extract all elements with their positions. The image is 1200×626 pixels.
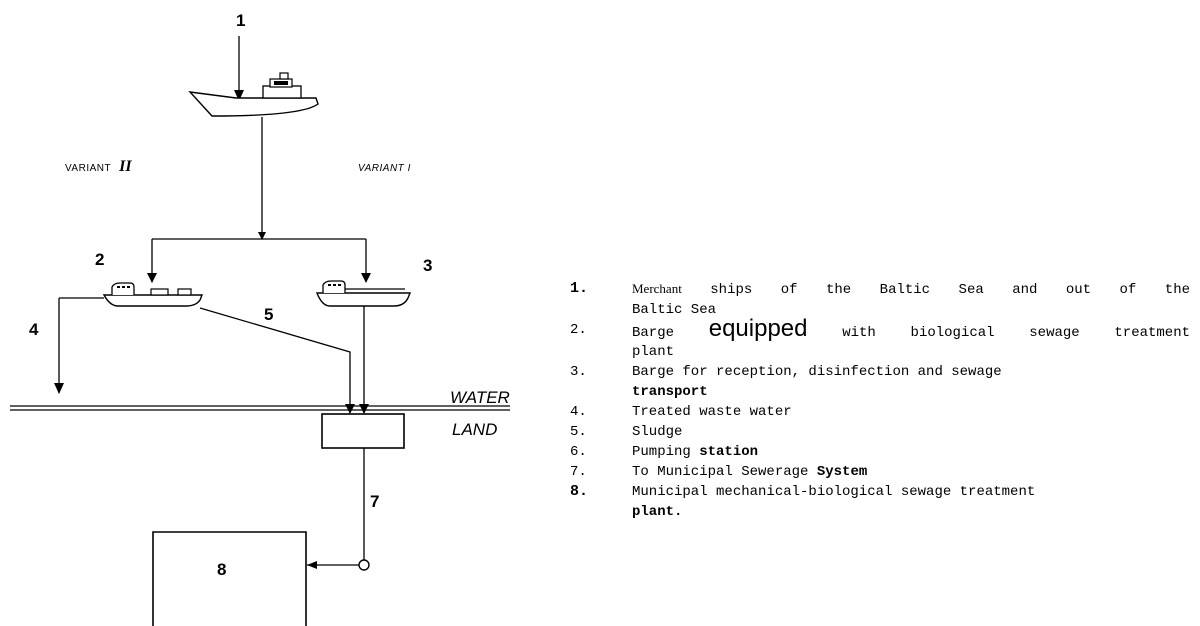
legend-item-4: 4. Treated waste water <box>570 402 1190 422</box>
arrow-to-water <box>54 383 64 394</box>
label-4: 4 <box>29 320 39 339</box>
legend-text-8-cont: plant. <box>632 504 682 520</box>
pumping-station-box <box>322 414 404 448</box>
legend-text-2-cont: plant <box>632 344 674 360</box>
legend-item-5: 5. Sludge <box>570 422 1190 442</box>
legend-item-3: 3. Barge for reception, disinfection and… <box>570 362 1190 402</box>
arrow-to-barge-3 <box>361 273 371 283</box>
legend-num-4: 4. <box>570 402 620 422</box>
variant-i-label: VARIANT I <box>358 163 411 174</box>
legend-text-3-cont: transport <box>632 384 708 400</box>
treatment-barge-icon <box>104 283 202 306</box>
legend-text-1-cont: Baltic Sea <box>632 302 716 318</box>
merchant-ship-icon <box>190 73 318 116</box>
sewage-flow-diagram: 1 2 3 4 5 6 7 8 VARIANT II VARIANT I WAT… <box>0 0 560 626</box>
water-label: WATER <box>450 388 510 407</box>
arrow-sludge-to-station <box>345 404 355 414</box>
legend-num-7: 7. <box>570 462 620 482</box>
label-7: 7 <box>370 492 379 511</box>
municipal-treatment-plant-box <box>153 532 306 626</box>
legend-item-8: 8. Municipal mechanical-biological sewag… <box>570 482 1190 522</box>
variant-ii-label: VARIANT II <box>65 158 132 175</box>
label-8: 8 <box>217 560 226 579</box>
legend-num-5: 5. <box>570 422 620 442</box>
sludge-line <box>200 308 350 413</box>
legend-num-1: 1. <box>570 279 620 299</box>
label-5: 5 <box>264 305 273 324</box>
arrow-to-plant <box>307 561 317 569</box>
legend-item-2: 2. Barge equipped with biological sewage… <box>570 320 1190 362</box>
label-3: 3 <box>423 256 432 275</box>
land-label: LAND <box>452 420 497 439</box>
reception-barge-icon <box>317 281 410 306</box>
legend-num-6: 6. <box>570 442 620 462</box>
legend-item-7: 7. To Municipal Sewerage System <box>570 462 1190 482</box>
arrow-barge-3-to-station <box>359 404 369 414</box>
legend-num-8: 8. <box>570 482 620 502</box>
label-2: 2 <box>95 250 104 269</box>
sewerage-junction-node <box>359 560 369 570</box>
legend-num-3: 3. <box>570 362 620 382</box>
legend: 1. Merchant ships of the Baltic Sea and … <box>570 279 1190 522</box>
legend-item-6: 6. Pumping station <box>570 442 1190 462</box>
arrow-to-barge-2 <box>147 273 157 283</box>
label-1: 1 <box>236 11 245 30</box>
legend-num-2: 2. <box>570 320 620 340</box>
legend-item-1: 1. Merchant ships of the Baltic Sea and … <box>570 279 1190 320</box>
